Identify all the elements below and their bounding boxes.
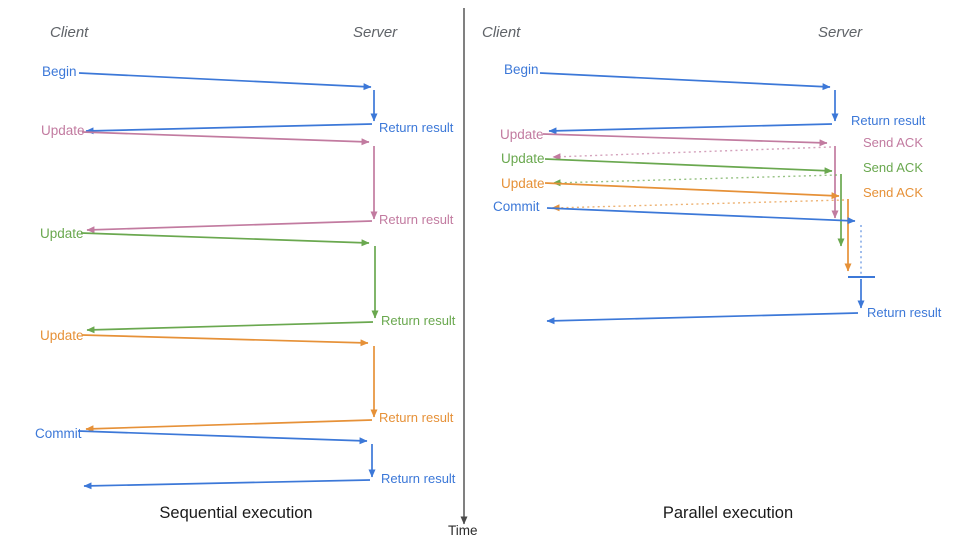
parallel-caption: Parallel execution: [662, 504, 794, 522]
seq-update2-request-line: [80, 232, 370, 247]
seq-begin-return-label: Return result: [379, 120, 454, 135]
par-update1-request-line: [542, 133, 828, 147]
par-update1-label: Update: [500, 127, 544, 142]
par-update1-ack-line: [552, 146, 832, 161]
par-update3-ack-label: Send ACK: [863, 185, 923, 200]
par-begin-request-line: [539, 72, 831, 91]
seq-update3-return-label: Return result: [379, 410, 454, 425]
seq-begin-request-line: [78, 72, 372, 91]
seq-server-header: Server: [353, 24, 398, 41]
par-commit-response-line: [546, 312, 859, 325]
seq-update2-return-label: Return result: [381, 313, 456, 328]
seq-update2-response-line: [86, 321, 374, 334]
par-commit-request-line: [546, 207, 856, 225]
par-update2-ack-line: [552, 174, 838, 187]
seq-client-header: Client: [50, 24, 89, 41]
seq-commit-response-line: [83, 479, 371, 490]
seq-update2-label: Update: [40, 226, 84, 241]
seq-commit-request-line: [77, 430, 368, 445]
par-update2-label: Update: [501, 151, 545, 166]
par-update3-label: Update: [501, 176, 545, 191]
sequential-caption: Sequential execution: [159, 504, 313, 522]
seq-update1-response-line: [86, 220, 373, 234]
par-begin-response-line: [548, 123, 833, 135]
seq-update3-label: Update: [40, 328, 84, 343]
par-begin-return-label: Return result: [851, 113, 926, 128]
seq-update1-return-label: Return result: [379, 212, 454, 227]
seq-commit-label: Commit: [35, 426, 82, 441]
par-update2-request-line: [544, 158, 833, 175]
par-update3-ack-line: [551, 199, 845, 212]
seq-begin-label: Begin: [42, 64, 77, 79]
seq-begin-response-line: [85, 123, 373, 135]
par-server-header: Server: [818, 24, 863, 41]
par-commit-return-label: Return result: [867, 305, 942, 320]
seq-update1-label: Update: [41, 123, 85, 138]
time-axis-label: Time: [448, 523, 478, 538]
par-commit-label: Commit: [493, 199, 540, 214]
seq-update1-request-line: [81, 131, 370, 146]
par-begin-label: Begin: [504, 62, 539, 77]
seq-update3-request-line: [81, 334, 369, 347]
par-update3-request-line: [544, 182, 840, 200]
seq-commit-return-label: Return result: [381, 471, 456, 486]
par-client-header: Client: [482, 24, 521, 41]
par-update2-ack-label: Send ACK: [863, 160, 923, 175]
par-update1-ack-label: Send ACK: [863, 135, 923, 150]
seq-update3-response-line: [85, 419, 373, 433]
